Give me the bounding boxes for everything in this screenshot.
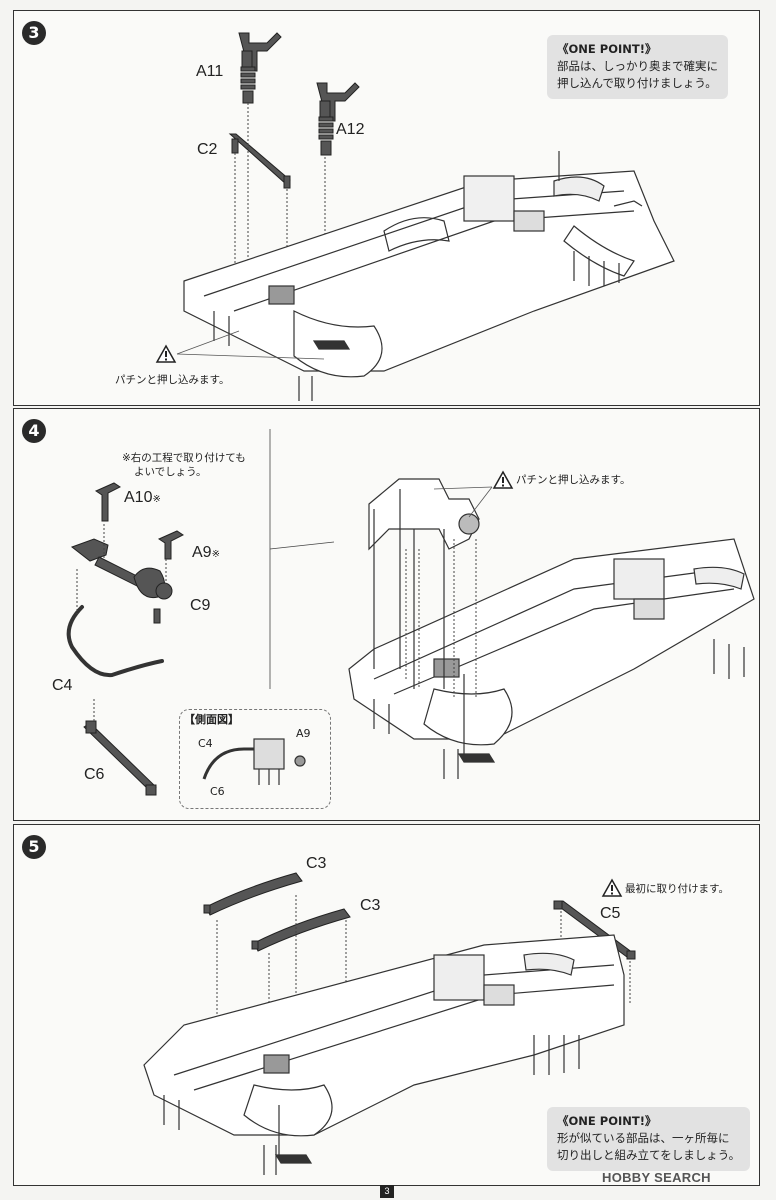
one-point-line: 形が似ている部品は、一ヶ所毎に — [557, 1131, 730, 1145]
label-a12: A12 — [336, 121, 365, 138]
fender-c3-upper-part — [203, 872, 303, 916]
part-illustration — [176, 32, 675, 401]
label-c3-upper: C3 — [306, 855, 327, 872]
one-point-title: 《ONE POINT!》 — [557, 1114, 657, 1128]
side-view-illustration — [202, 738, 306, 785]
step-note: ※右の工程で取り付けても よいでしょう。 — [122, 451, 246, 479]
step-4-panel: 4 ※右の工程で取り付けても よいでしょう。 — [13, 408, 760, 821]
part-illustration — [143, 872, 636, 1175]
note-line: よいでしょう。 — [134, 466, 207, 478]
chassis-illustration — [183, 151, 675, 401]
warning-text: 最初に取り付けます。 — [625, 883, 729, 895]
one-point-box: 《ONE POINT!》 部品は、しっかり奥まで確実に 押し込んで取り付けましょ… — [547, 35, 728, 99]
shock-a11-part — [238, 32, 282, 104]
side-label-c6: C6 — [210, 785, 225, 798]
page-number: 3 — [380, 1185, 394, 1198]
bracket-a10-part — [94, 482, 121, 522]
chassis-illustration — [348, 478, 755, 779]
label-c3-lower: C3 — [360, 897, 381, 914]
side-label-a9: A9 — [296, 727, 311, 740]
label-a10: A10※ — [124, 489, 161, 506]
shock-a12-part — [316, 82, 360, 156]
one-point-line: 部品は、しっかり奥まで確実に — [557, 59, 718, 73]
label-c4: C4 — [52, 677, 73, 694]
bracket-a9-part — [157, 530, 184, 560]
axle-c9-part — [70, 538, 173, 624]
warning-triangle-icon — [155, 344, 177, 363]
step-5-panel: 5 — [13, 824, 760, 1186]
one-point-line: 押し込んで取り付けましょう。 — [557, 76, 717, 90]
one-point-line: 切り出しと組み立てをしましょう。 — [557, 1148, 741, 1162]
part-illustration — [66, 429, 755, 796]
step-number: 3 — [22, 21, 46, 45]
warning-text: パチンと押し込みます。 — [115, 374, 230, 386]
side-view-box — [179, 709, 331, 809]
warning-text: パチンと押し込みます。 — [516, 474, 631, 486]
watermark: HOBBY SEARCH — [602, 1170, 711, 1185]
note-line: ※右の工程で取り付けても — [122, 452, 246, 464]
step-number: 4 — [22, 419, 46, 443]
label-c6: C6 — [84, 766, 105, 783]
label-c2: C2 — [197, 141, 218, 158]
one-point-box: 《ONE POINT!》 形が似ている部品は、一ヶ所毎に 切り出しと組み立てをし… — [547, 1107, 751, 1171]
label-c5: C5 — [600, 905, 621, 922]
warning-triangle-icon — [601, 878, 623, 897]
chassis-illustration — [143, 934, 625, 1175]
bar-c2-part — [228, 133, 291, 189]
one-point-title: 《ONE POINT!》 — [557, 42, 657, 56]
side-label-c4: C4 — [198, 737, 213, 750]
fender-c3-lower-part — [251, 908, 351, 952]
step-3-panel: 3 《ONE POINT!》 部品は、しっかり奥まで確実に 押し込んで取り付けま… — [13, 10, 760, 406]
rod-c6-part — [83, 720, 157, 796]
label-c9: C9 — [190, 597, 211, 614]
bar-c4-part — [66, 605, 164, 678]
warning-triangle-icon — [492, 470, 514, 489]
label-a9: A9※ — [192, 544, 220, 561]
side-view-title: 【側面図】 — [184, 713, 239, 726]
step-number: 5 — [22, 835, 46, 859]
label-a11: A11 — [196, 63, 224, 80]
